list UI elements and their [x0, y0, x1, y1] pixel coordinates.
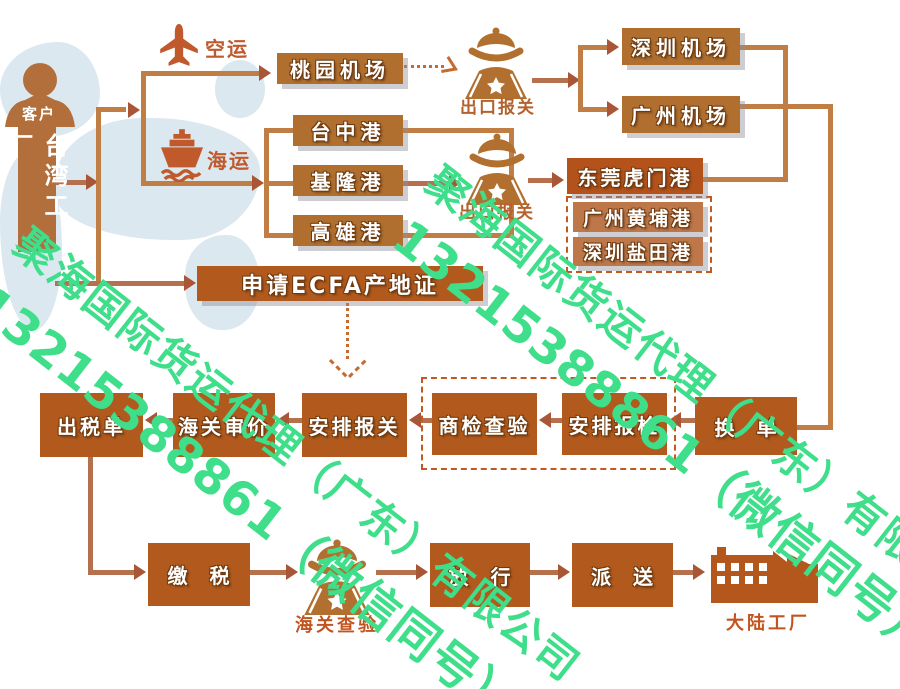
flow-arrowhead: [145, 412, 157, 428]
flow-line: [421, 418, 432, 423]
node-exchange-documents: 换 单: [695, 397, 797, 455]
flow-line: [96, 107, 126, 112]
flow-line: [141, 181, 252, 186]
export-customs-label: 出口报关: [459, 203, 535, 223]
flow-line: [269, 181, 293, 186]
flow-arrowhead: [86, 174, 98, 190]
flow-line: [56, 180, 88, 185]
node-huangpu-port: 广州黄埔港: [573, 202, 703, 232]
flow-arrowhead: [134, 564, 146, 580]
flow-line: [264, 128, 269, 238]
dotted-line: [404, 65, 444, 68]
node-taoyuan-airport: 桃园机场: [277, 53, 403, 84]
flow-line: [403, 181, 449, 186]
flow-arrowhead: [416, 564, 428, 580]
ship-icon: [160, 129, 204, 182]
flow-arrowhead: [252, 175, 264, 191]
flow-arrowhead: [184, 275, 196, 291]
airplane-icon: [160, 24, 198, 66]
mainland-factory-label: 大陆工厂: [726, 613, 810, 634]
flow-line: [289, 418, 302, 423]
node-arrange-inspection: 安排报检: [562, 393, 667, 455]
export-customs-label: 出口报关: [460, 98, 536, 118]
flow-line: [551, 418, 562, 423]
taiwan-factory-label: 台湾工厂: [5, 133, 68, 223]
flow-line: [528, 178, 552, 183]
taiwan-factory-bar: 台湾工厂: [5, 127, 68, 252]
dotted-arrowhead-icon: [441, 56, 459, 73]
flow-line: [681, 418, 695, 423]
flow-arrowhead: [568, 72, 580, 88]
flow-line: [532, 78, 568, 83]
node-pay-tax: 缴 税: [148, 543, 250, 606]
map-shape: [215, 60, 265, 118]
customer-icon: [5, 63, 75, 127]
dotted-line: [346, 303, 349, 359]
node-arrange-declaration: 安排报关: [302, 393, 407, 457]
flow-arrowhead: [539, 412, 551, 428]
flow-line: [740, 104, 833, 109]
node-taichung-port: 台中港: [293, 115, 403, 146]
customs-officer-icon: [462, 27, 530, 99]
dotted-arrowhead-icon: [328, 358, 368, 381]
flow-line: [578, 45, 583, 112]
flow-line: [403, 233, 511, 238]
flow-line: [141, 71, 259, 76]
node-delivery: 派 送: [572, 543, 673, 607]
customer-label: 客户: [22, 105, 57, 123]
flow-line: [703, 177, 788, 182]
flow-line: [269, 233, 293, 238]
flow-line: [828, 104, 833, 430]
flow-line: [157, 418, 173, 423]
sea-transport-label: 海运: [207, 149, 251, 173]
dashed-group-border: [421, 377, 676, 470]
flow-arrowhead: [277, 412, 289, 428]
flow-arrowhead: [409, 412, 421, 428]
flow-arrowhead: [449, 175, 461, 191]
flow-line: [96, 107, 101, 285]
flow-line: [578, 45, 607, 50]
flow-line: [673, 570, 693, 575]
node-commodity-inspection: 商检查验: [432, 393, 537, 455]
air-transport-label: 空运: [205, 37, 249, 61]
customs-check-label: 海关查验: [295, 615, 379, 636]
flow-arrowhead: [558, 564, 570, 580]
node-customs-valuation: 海关审价: [173, 393, 275, 457]
flow-line: [55, 281, 184, 286]
flow-line: [797, 425, 833, 430]
flow-line: [88, 570, 134, 575]
flow-line: [578, 107, 607, 112]
flow-arrowhead: [286, 564, 298, 580]
node-humen-port: 东莞虎门港: [567, 158, 703, 194]
node-shenzhen-airport: 深圳机场: [622, 28, 740, 65]
flow-line: [530, 570, 558, 575]
node-keelung-port: 基隆港: [293, 165, 403, 196]
flow-arrowhead: [607, 39, 619, 55]
flow-line: [783, 45, 788, 182]
flow-line: [141, 71, 146, 186]
watermark-phone-text: 13215388861（微信同号）: [0, 275, 529, 689]
flow-arrowhead: [128, 102, 140, 118]
node-yantian-port: 深圳盐田港: [573, 237, 703, 266]
flow-arrowhead: [259, 65, 271, 81]
node-guangzhou-airport: 广州机场: [622, 96, 740, 133]
dashed-group-border: [566, 196, 712, 273]
flow-line: [403, 128, 511, 133]
node-release: 放 行: [430, 543, 530, 607]
flow-arrowhead: [607, 101, 619, 117]
flow-line: [250, 570, 286, 575]
node-tax-bill: 出税单: [40, 393, 143, 457]
flow-line: [269, 128, 293, 133]
flow-arrowhead: [693, 564, 705, 580]
factory-icon: [711, 547, 818, 603]
flow-line: [740, 45, 788, 50]
node-kaohsiung-port: 高雄港: [293, 215, 403, 246]
flow-arrowhead: [552, 172, 564, 188]
flow-line: [88, 457, 93, 575]
flow-line: [376, 570, 416, 575]
node-ecfa-certificate: 申请ECFA产地证: [197, 266, 483, 301]
